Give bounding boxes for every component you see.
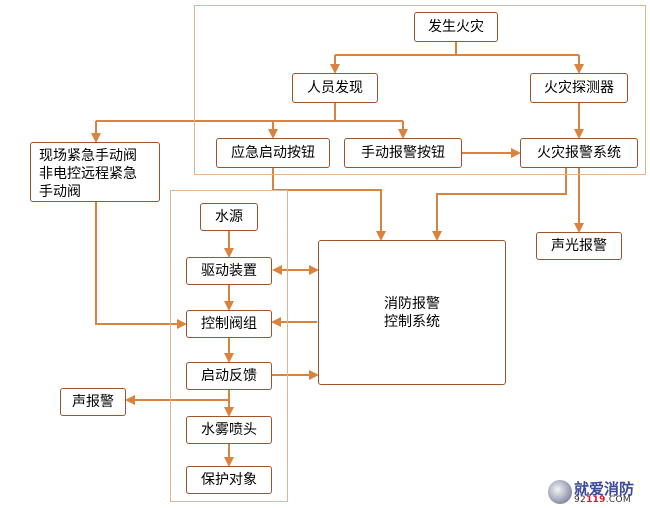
edge-emergency-to-control xyxy=(272,168,386,241)
edge-alarm-to-control xyxy=(432,168,567,241)
manual-valve-line-2: 非电控远程紧急 xyxy=(39,166,137,182)
watermark-url-mid: 119 xyxy=(586,495,606,505)
watermark-url-prefix: 92 xyxy=(574,495,587,505)
node-fire-control-system: 消防报警 控制系统 xyxy=(318,240,506,385)
node-sound-light-alarm: 声光报警 xyxy=(536,232,622,260)
node-manual-alarm-button: 手动报警按钮 xyxy=(344,138,462,168)
alarm-region xyxy=(194,5,646,175)
watermark-url-suffix: .COM xyxy=(605,495,631,505)
manual-valve-line-1: 现场紧急手动阀 xyxy=(39,148,137,164)
node-start-feedback: 启动反馈 xyxy=(186,362,272,390)
watermark-title: 就爱消防 xyxy=(574,480,635,498)
node-drive-device: 驱动装置 xyxy=(186,257,272,285)
watermark-url: 92119.COM xyxy=(574,495,631,505)
node-sound-alarm: 声报警 xyxy=(60,388,126,416)
node-control-valve-group: 控制阀组 xyxy=(186,310,272,338)
site-watermark: 就爱消防 92119.COM xyxy=(548,478,648,508)
node-manual-valve: 现场紧急手动阀 非电控远程紧急 手动阀 xyxy=(30,142,160,202)
manual-valve-line-3: 手动阀 xyxy=(39,184,81,200)
node-fire-occurs: 发生火灾 xyxy=(414,12,498,42)
fire-control-line-1: 消防报警 xyxy=(384,295,440,312)
node-emergency-button: 应急启动按钮 xyxy=(216,138,330,168)
fire-control-line-2: 控制系统 xyxy=(384,313,440,330)
edge-valve-to-control-group xyxy=(95,202,187,329)
water-mist-region xyxy=(170,190,288,502)
node-person-found: 人员发现 xyxy=(292,73,378,103)
node-water-source: 水源 xyxy=(200,203,258,231)
node-mist-nozzle: 水雾喷头 xyxy=(186,416,272,444)
node-protected-object: 保护对象 xyxy=(186,466,272,494)
watermark-logo-icon xyxy=(548,480,572,504)
node-fire-alarm-system: 火灾报警系统 xyxy=(520,138,638,168)
node-fire-detector: 火灾探测器 xyxy=(530,73,628,103)
